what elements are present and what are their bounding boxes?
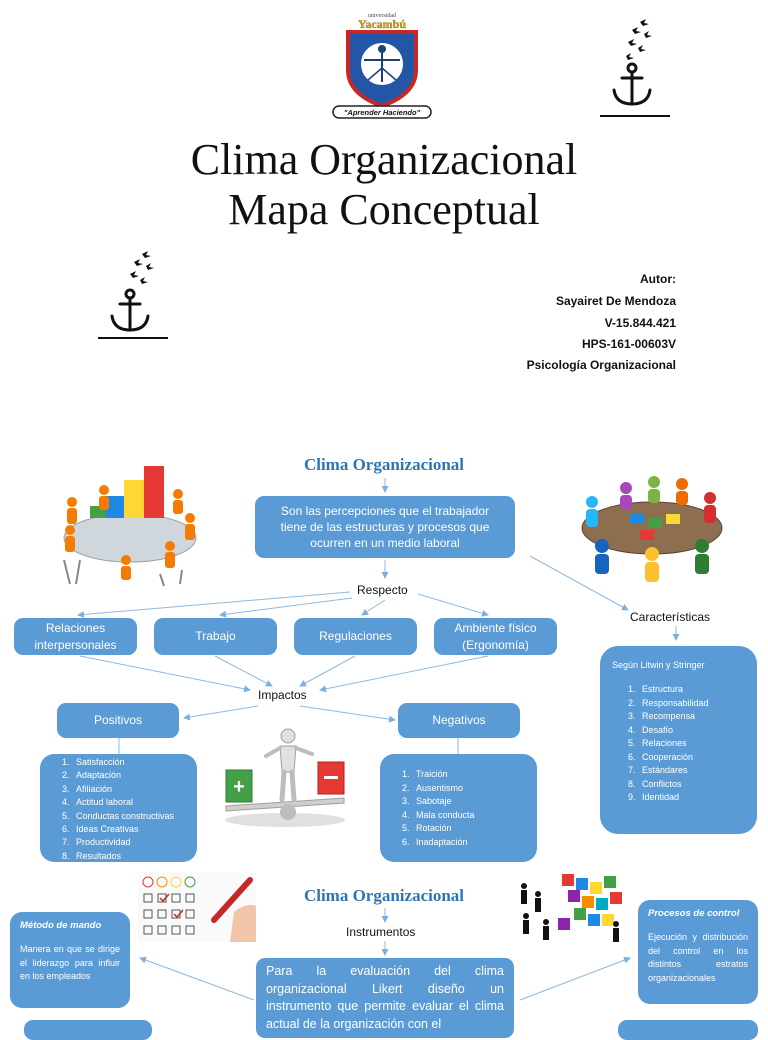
list-item: Resultados xyxy=(72,850,191,863)
list-item: Estándares xyxy=(638,764,749,778)
arrow-regulaciones-to-impactos xyxy=(299,655,356,687)
author-label: Autor: xyxy=(640,272,676,286)
negativos-box: Negativos xyxy=(398,703,520,738)
caracteristicas-label: Características xyxy=(630,610,711,624)
procesos-box: Procesos de control Ejecución y distribu… xyxy=(638,900,758,1004)
list-item: Actitud laboral xyxy=(72,796,191,809)
positivos-list-box: Satisfacción Adaptación Afiliación Actit… xyxy=(40,754,197,862)
negativos-label: Negativos xyxy=(432,713,486,728)
caracteristicas-box: Según Litwin y Stringer Estructura Respo… xyxy=(600,646,757,834)
category-relaciones: Relaciones interpersonales xyxy=(14,618,137,655)
likert-box: Para la evaluación del clima organizacio… xyxy=(256,958,514,1038)
list-item: Ausentismo xyxy=(412,782,531,796)
procesos-title: Procesos de control xyxy=(648,908,740,919)
definition-text: Son las percepciones que el trabajador t… xyxy=(280,503,490,551)
caracteristicas-source: Según Litwin y Stringer xyxy=(612,660,705,670)
negativos-list-box: Traición Ausentismo Sabotaje Mala conduc… xyxy=(380,754,537,862)
arrow-respecto-to-ambiente xyxy=(417,593,489,617)
meeting-chart-illustration xyxy=(50,460,210,588)
arrow-ambiente-to-impactos xyxy=(319,655,489,693)
category-label: Ambiente físico (Ergonomía) xyxy=(454,621,537,652)
positivos-list: Satisfacción Adaptación Afiliación Actit… xyxy=(40,756,191,863)
metodo-text: Manera en que se dirige el liderazgo par… xyxy=(20,944,120,981)
puzzle-team-illustration xyxy=(566,462,736,586)
likert-text: Para la evaluación del clima organizacio… xyxy=(266,964,504,1031)
list-item: Desafío xyxy=(638,724,749,738)
page-title-line2: Mapa Conceptual xyxy=(228,185,540,234)
list-item: Mala conducta xyxy=(412,809,531,823)
arrow-relaciones-to-impactos xyxy=(79,655,251,693)
list-item: Ideas Creativas xyxy=(72,823,191,836)
arrow-impactos-to-negativos xyxy=(299,705,396,723)
arrow-likert-to-metodo xyxy=(139,956,255,1001)
list-item: Adaptación xyxy=(72,769,191,782)
arrow-respecto-to-regulaciones xyxy=(361,599,386,616)
list-item: Recompensa xyxy=(638,710,749,724)
list-item: Relaciones xyxy=(638,737,749,751)
arrow-trabajo-to-impactos xyxy=(214,655,273,687)
arrow-definition-to-caracteristicas xyxy=(529,555,629,611)
definition-box: Son las percepciones que el trabajador t… xyxy=(255,496,515,558)
list-item: Rotación xyxy=(412,822,531,836)
list-item: Inadaptación xyxy=(412,836,531,850)
category-trabajo: Trabajo xyxy=(154,618,277,655)
metodo-title: Método de mando xyxy=(20,920,102,931)
university-logo: universidad Yacambú "Aprender Haciendo" xyxy=(330,8,434,120)
list-item: Conductas constructivas xyxy=(72,810,191,823)
svg-text:Yacambú: Yacambú xyxy=(358,17,406,31)
procesos-text: Ejecución y distribución del control en … xyxy=(648,932,748,983)
balance-illustration: + xyxy=(218,724,352,830)
impactos-label: Impactos xyxy=(258,688,307,702)
map2-heading: Clima Organizacional xyxy=(303,886,465,905)
category-label: Relaciones interpersonales xyxy=(34,621,117,652)
list-item: Identidad xyxy=(638,791,749,805)
puzzle-people-illustration xyxy=(514,872,630,944)
page-title-line1: Clima Organizacional xyxy=(190,135,578,184)
list-item: Estructura xyxy=(638,683,749,697)
svg-text:universidad: universidad xyxy=(368,13,396,19)
map1-heading: Clima Organizacional xyxy=(303,455,465,474)
author-code: HPS-161-00603V xyxy=(581,337,676,351)
list-item: Cooperación xyxy=(638,751,749,765)
arrow-respecto-to-trabajo xyxy=(219,597,353,618)
bottom-right-box-partial xyxy=(618,1020,758,1040)
positivos-label: Positivos xyxy=(93,713,143,728)
author-id: V-15.844.421 xyxy=(604,316,676,330)
category-label: Regulaciones xyxy=(319,629,392,644)
svg-text:+: + xyxy=(233,776,245,798)
arrow-likert-to-procesos xyxy=(519,956,631,1001)
list-item: Afiliación xyxy=(72,783,191,796)
metodo-box: Método de mando Manera en que se dirige … xyxy=(10,912,130,1008)
anchor-birds-icon xyxy=(600,16,670,120)
list-item: Responsabilidad xyxy=(638,697,749,711)
author-course: Psicología Organizacional xyxy=(526,358,676,372)
arrow-impactos-to-positivos xyxy=(183,705,259,721)
caracteristicas-list: Estructura Responsabilidad Recompensa De… xyxy=(606,683,749,805)
list-item: Productividad xyxy=(72,836,191,849)
negativos-list: Traición Ausentismo Sabotaje Mala conduc… xyxy=(380,768,531,849)
category-regulaciones: Regulaciones xyxy=(294,618,417,655)
list-item: Conflictos xyxy=(638,778,749,792)
list-item: Sabotaje xyxy=(412,795,531,809)
category-ambiente: Ambiente físico (Ergonomía) xyxy=(434,618,557,655)
list-item: Traición xyxy=(412,768,531,782)
author-name: Sayairet De Mendoza xyxy=(555,294,676,308)
positivos-box: Positivos xyxy=(57,703,179,738)
survey-checklist-illustration xyxy=(138,872,256,942)
anchor-birds-icon xyxy=(98,250,168,342)
instrumentos-label: Instrumentos xyxy=(346,925,416,939)
bottom-left-box-partial xyxy=(24,1020,152,1040)
respecto-label: Respecto xyxy=(357,583,408,597)
category-label: Trabajo xyxy=(195,629,236,644)
svg-text:"Aprender Haciendo": "Aprender Haciendo" xyxy=(344,108,421,117)
arrow-respecto-to-relaciones xyxy=(77,591,351,618)
list-item: Satisfacción xyxy=(72,756,191,769)
